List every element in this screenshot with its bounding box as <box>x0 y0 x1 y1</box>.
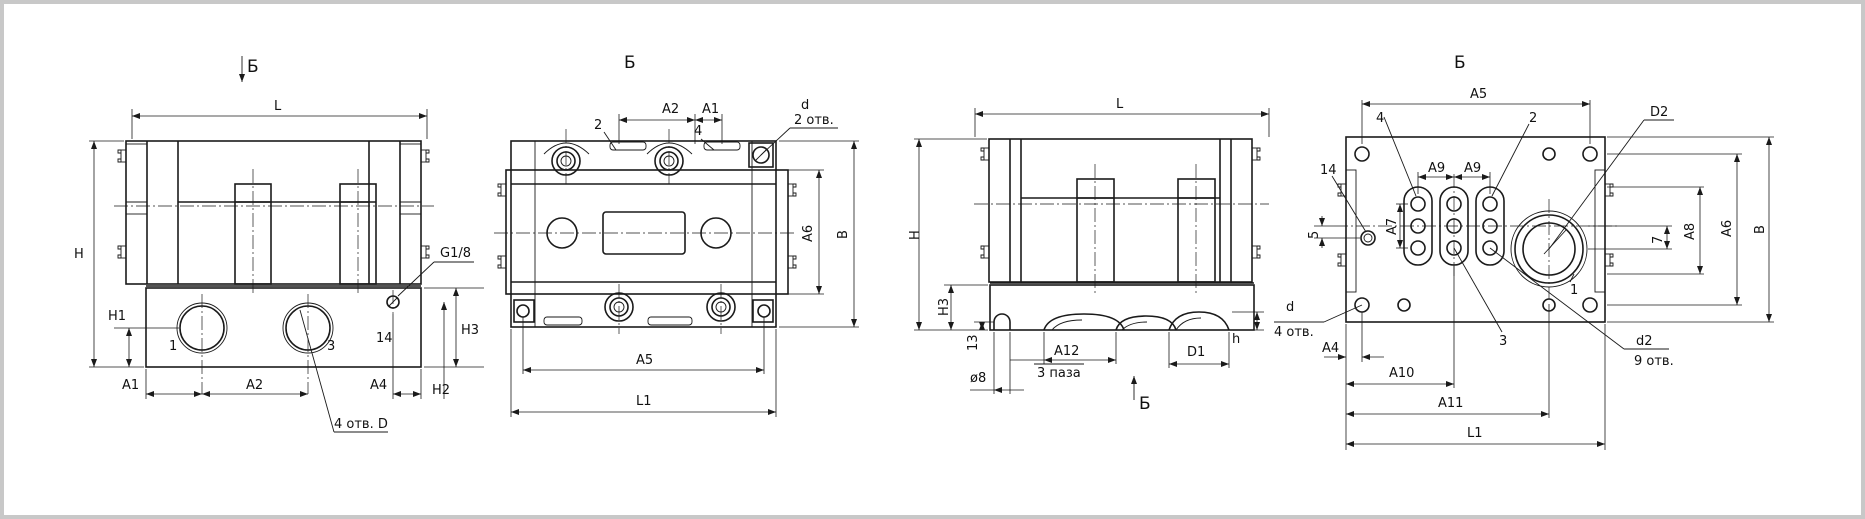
dim-A9-left: A9 <box>1428 161 1445 176</box>
port-4-bottom: 4 <box>1376 111 1384 126</box>
section-arrow-label: Б <box>247 57 259 77</box>
dim-A6-bottom: A6 <box>1720 220 1735 237</box>
port-14: 14 <box>376 331 393 346</box>
dim-H: H <box>74 247 84 262</box>
port-2-bottom: 2 <box>1529 111 1537 126</box>
view-title-B-right: Б <box>1454 53 1466 73</box>
technical-drawing: Б L H H1 H3 H2 <box>74 53 1774 450</box>
label-9-holes: 9 отв. <box>1634 354 1674 369</box>
label-holes-D: 4 отв. D <box>334 417 388 432</box>
dim-H2: H2 <box>432 383 450 398</box>
dim-13: 13 <box>966 334 981 351</box>
view-front-right: L H H3 13 A12 3 паза D1 h ø8 Б <box>908 97 1270 414</box>
dim-A1: A1 <box>122 378 139 393</box>
view-title-B: Б <box>624 53 636 73</box>
dim-A11: A11 <box>1438 396 1463 411</box>
dim-A12: A12 <box>1054 344 1079 359</box>
dim-H3: H3 <box>461 323 479 338</box>
dim-5: 5 <box>1307 231 1322 239</box>
port-3: 3 <box>327 339 335 354</box>
drawing-sheet: Б L H H1 H3 H2 <box>4 4 1861 515</box>
port-14-bottom: 14 <box>1320 163 1337 178</box>
dim-A2-top: A2 <box>662 102 679 117</box>
dim-A7: A7 <box>1385 218 1400 235</box>
dim-D1: D1 <box>1187 345 1205 360</box>
label-3-slots: 3 паза <box>1037 366 1081 381</box>
dim-H3-right: H3 <box>937 298 952 316</box>
dim-phi8: ø8 <box>970 371 986 386</box>
port-4-top: 4 <box>694 124 702 139</box>
label-4-holes: 4 отв. <box>1274 325 1314 340</box>
dim-L-right: L <box>1116 97 1124 112</box>
view-bottom-right: Б D2 4 2 14 3 1 d2 9 отв. d 4 отв. <box>1274 53 1774 450</box>
port-1: 1 <box>169 339 177 354</box>
view-front-left: Б L H H1 H3 H2 <box>74 56 484 433</box>
label-d-top: d <box>801 98 809 113</box>
label-2-holes: 2 отв. <box>794 113 834 128</box>
label-G1-8: G1/8 <box>440 246 471 261</box>
dim-A5-top: A5 <box>636 353 653 368</box>
dim-H-right: H <box>908 230 923 240</box>
dim-A10: A10 <box>1389 366 1414 381</box>
dim-B-bottom: B <box>1753 225 1768 234</box>
dim-A2: A2 <box>246 378 263 393</box>
dim-L: L <box>274 99 282 114</box>
dim-A9-right: A9 <box>1464 161 1481 176</box>
label-d2: d2 <box>1636 334 1653 349</box>
label-D2: D2 <box>1650 105 1668 120</box>
dim-A8: A8 <box>1683 223 1698 240</box>
dim-A4: A4 <box>370 378 387 393</box>
dim-A1-top: A1 <box>702 102 719 117</box>
port-3-bottom: 3 <box>1499 334 1507 349</box>
dim-B-top: B <box>836 230 851 239</box>
view-top-left: Б A2 A1 2 4 d 2 отв. <box>494 53 859 417</box>
label-d-bottom: d <box>1286 300 1294 315</box>
dim-A4-bottom: A4 <box>1322 341 1339 356</box>
port-1-bottom: 1 <box>1570 283 1578 298</box>
dim-A6-top: A6 <box>801 225 816 242</box>
dim-L1-bottom: L1 <box>1467 426 1483 441</box>
section-arrow-B-bottom: Б <box>1139 394 1151 414</box>
port-2-top: 2 <box>594 118 602 133</box>
dim-A5-bottom: A5 <box>1470 87 1487 102</box>
dim-L1-top: L1 <box>636 394 652 409</box>
dim-H1: H1 <box>108 309 126 324</box>
dim-7: 7 <box>1651 236 1666 244</box>
dim-h: h <box>1232 332 1240 347</box>
